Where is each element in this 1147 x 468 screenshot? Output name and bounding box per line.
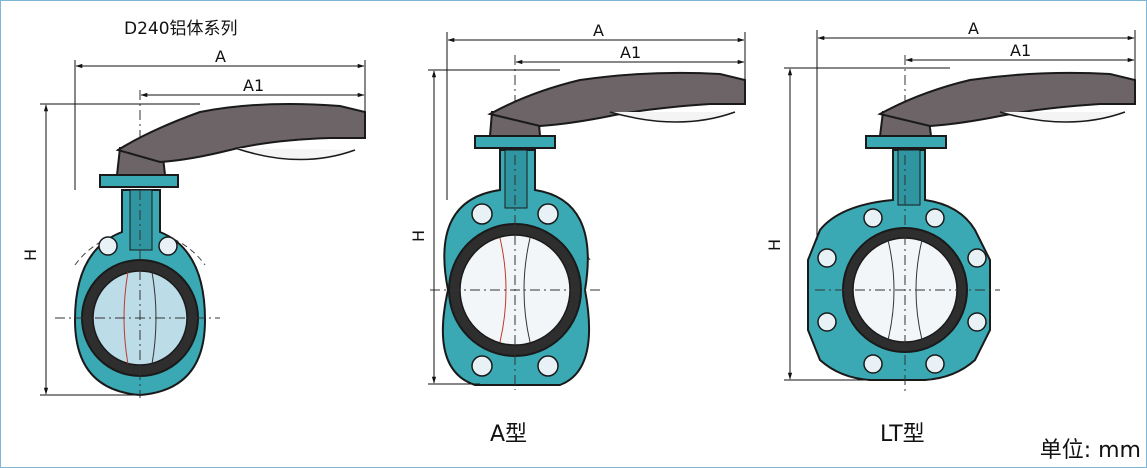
dim-h-label: H bbox=[409, 230, 428, 242]
valve-figure-lt-type: A A1 H bbox=[765, 19, 1136, 392]
dim-a-label: A bbox=[215, 47, 226, 66]
dim-a1-label: A1 bbox=[1010, 41, 1031, 60]
dim-a1-label: A1 bbox=[243, 76, 264, 95]
valve-figure-standard: A A1 H bbox=[21, 47, 366, 398]
dim-a1-label: A1 bbox=[620, 43, 641, 62]
caption-lt-type: LT型 bbox=[880, 422, 925, 447]
unit-label: 单位: mm bbox=[1039, 438, 1141, 463]
dim-a-label: A bbox=[593, 21, 604, 40]
valve-figure-a-type: A A1 H bbox=[409, 21, 746, 390]
dim-a-label: A bbox=[968, 19, 979, 38]
dim-h-label: H bbox=[765, 239, 784, 251]
series-title: D240铝体系列 bbox=[124, 19, 238, 39]
dim-h-label: H bbox=[21, 249, 40, 261]
caption-a-type: A型 bbox=[490, 422, 528, 447]
